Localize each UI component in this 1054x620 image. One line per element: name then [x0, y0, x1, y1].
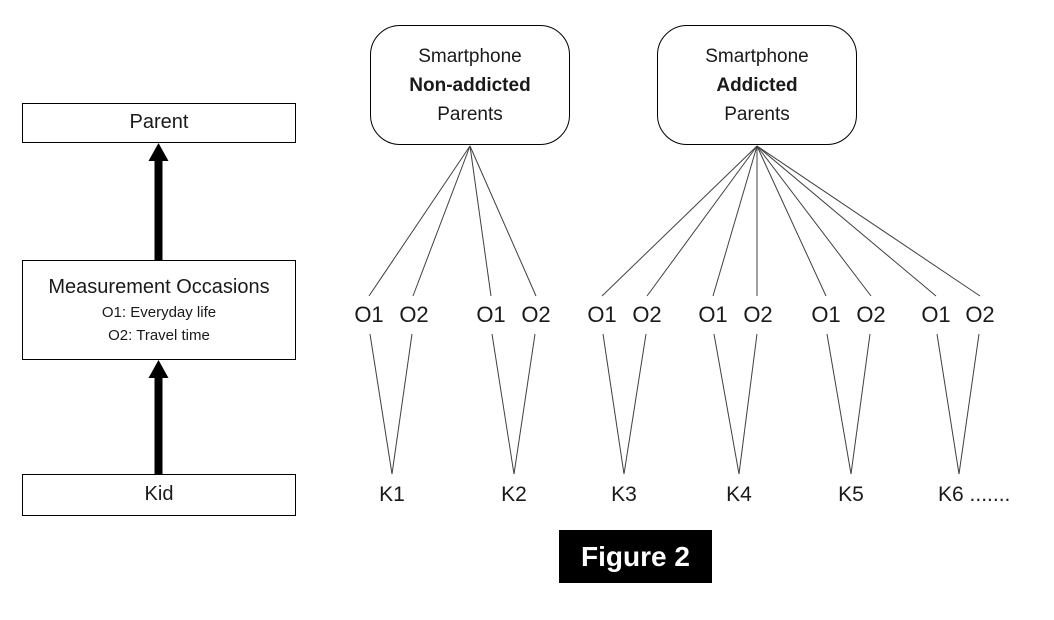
group-line2: Non-addicted — [409, 74, 531, 96]
smartphone-addicted-parents-box: Smartphone Addicted Parents — [657, 25, 857, 145]
figure-caption-text: Figure 2 — [581, 540, 690, 572]
occasion-label-o1-pair3: O1 — [587, 302, 617, 327]
group-line1: Smartphone — [418, 45, 522, 67]
group-line2: Addicted — [716, 74, 798, 96]
fan-addicted — [601, 145, 981, 297]
occasion-label-o1-pair1: O1 — [354, 302, 384, 327]
v-connectors — [369, 333, 980, 475]
occasion-label-o1-pair2: O1 — [476, 302, 506, 327]
fan-non-addicted — [368, 145, 537, 297]
group-line3: Parents — [437, 103, 503, 125]
occasion-label-o2-pair1: O2 — [399, 302, 429, 327]
measurement-o1-label: O1: Everyday life — [101, 304, 217, 321]
group-line1: Smartphone — [705, 45, 809, 67]
arrow-up-kid-to-measurement — [148, 360, 169, 474]
smartphone-non-addicted-parents-box: Smartphone Non-addicted Parents — [370, 25, 570, 145]
occasion-label-o2-pair6: O2 — [965, 302, 995, 327]
kid-label-k6: K6 ....... — [938, 483, 1011, 506]
measurement-occasions-box: Measurement Occasions O1: Everyday life … — [22, 260, 296, 360]
kid-box: Kid — [22, 474, 296, 516]
parent-box: Parent — [22, 103, 296, 143]
kid-label-k4: K4 — [726, 483, 752, 506]
occasion-label-o2-pair5: O2 — [856, 302, 886, 327]
kid-label-k5: K5 — [838, 483, 864, 506]
kid-label-k2: K2 — [501, 483, 527, 506]
parent-label: Parent — [129, 111, 189, 133]
measurement-title: Measurement Occasions — [48, 276, 270, 298]
measurement-o2-label: O2: Travel time — [108, 327, 210, 344]
kid-label: Kid — [144, 483, 174, 505]
occasion-label-o1-pair4: O1 — [698, 302, 728, 327]
figure-caption: Figure 2 — [559, 530, 712, 583]
occasion-label-o1-pair5: O1 — [811, 302, 841, 327]
group-line3: Parents — [724, 103, 790, 125]
kid-label-k1: K1 — [379, 483, 405, 506]
occasion-label-o2-pair2: O2 — [521, 302, 551, 327]
arrow-up-measurement-to-parent — [148, 143, 169, 260]
occasion-label-o2-pair3: O2 — [632, 302, 662, 327]
occasion-label-o1-pair6: O1 — [921, 302, 951, 327]
kid-label-k3: K3 — [611, 483, 637, 506]
occasion-label-o2-pair4: O2 — [743, 302, 773, 327]
